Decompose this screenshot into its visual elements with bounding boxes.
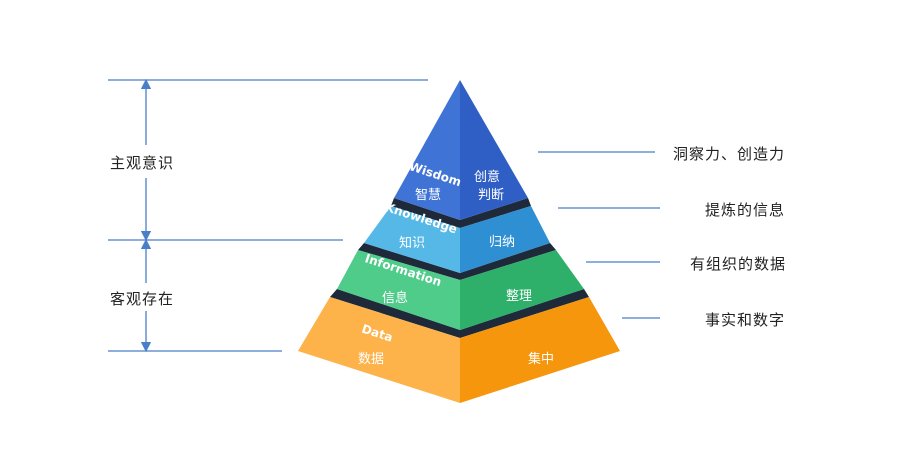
wisdom-face-right [460, 80, 528, 220]
information-cn-label: 信息 [382, 290, 408, 306]
objective-existence-label: 客观存在 [110, 286, 175, 311]
wisdom-process-1: 创意 [474, 169, 500, 185]
wisdom-process-2: 判断 [478, 188, 504, 203]
information-process: 整理 [506, 289, 532, 304]
subjective-consciousness-label: 主观意识 [110, 150, 175, 175]
data-cn-label: 数据 [358, 352, 384, 367]
knowledge-cn-label: 知识 [399, 235, 425, 251]
data-process: 集中 [528, 351, 554, 367]
wisdom-face-left [394, 80, 460, 220]
separator-band-2 [358, 243, 556, 280]
data-face-left [298, 297, 460, 403]
information-description: 有组织的数据 [690, 255, 787, 273]
knowledge-description: 提炼的信息 [705, 201, 786, 219]
wisdom-description: 洞察力、创造力 [673, 145, 786, 163]
separator-band-1 [391, 198, 531, 228]
wisdom-cn-label: 智慧 [415, 187, 441, 203]
knowledge-face-left [364, 206, 460, 273]
data-description: 事实和数字 [705, 311, 786, 329]
data-face-right [460, 297, 620, 403]
knowledge-process: 归纳 [489, 235, 515, 250]
knowledge-face-right [460, 206, 550, 273]
information-face-right [460, 250, 584, 330]
information-face-left [337, 250, 460, 330]
